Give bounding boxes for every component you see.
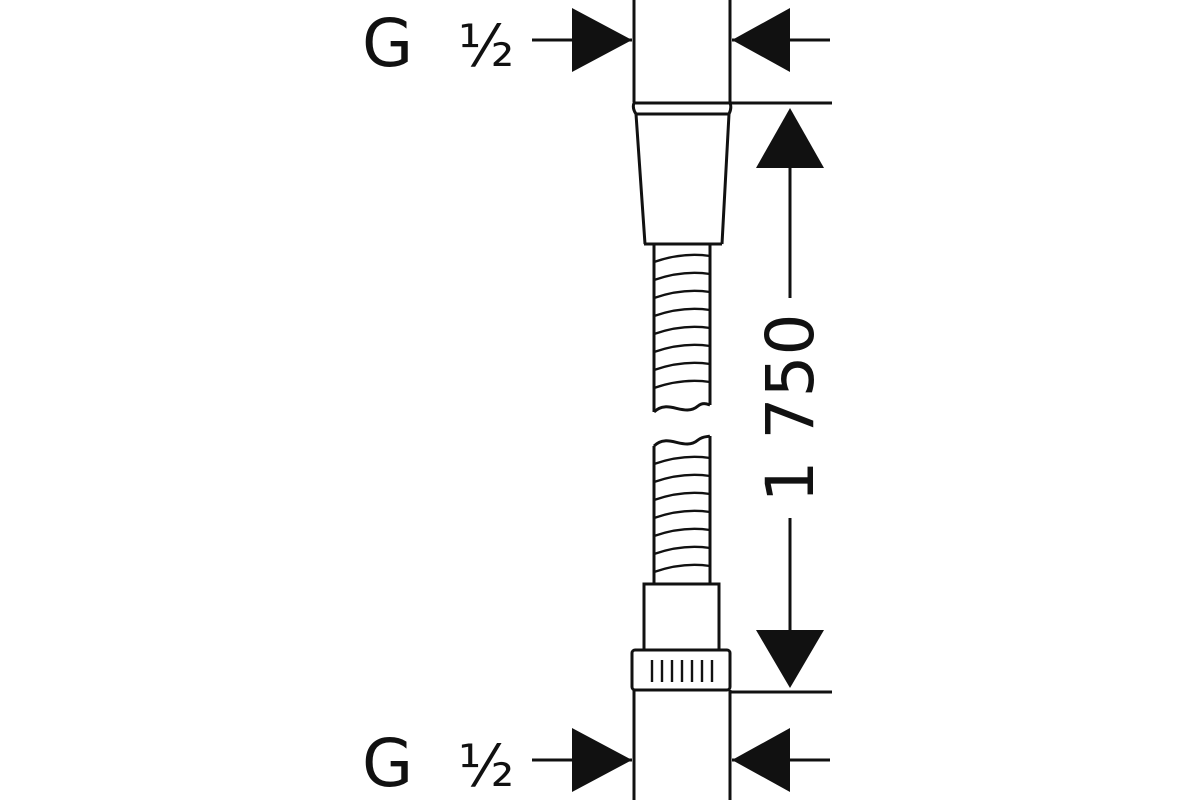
top-thread-size: ½ bbox=[458, 12, 514, 80]
upper-break-line bbox=[652, 402, 711, 414]
top-thread-letter: G bbox=[362, 5, 413, 82]
dimension-arrow-down bbox=[756, 630, 824, 688]
lower-break-line bbox=[652, 434, 711, 448]
dimension-arrow-up bbox=[756, 108, 824, 168]
upper-spiral-hose bbox=[652, 244, 712, 414]
knurl-ridges bbox=[650, 660, 714, 682]
length-dimension: 1 750 bbox=[752, 108, 829, 688]
lower-spiral-hose bbox=[652, 434, 712, 584]
bottom-thread-callout: G ½ bbox=[362, 725, 830, 800]
top-right-arrowhead bbox=[732, 8, 790, 72]
top-left-arrowhead bbox=[572, 8, 632, 72]
bottom-left-arrowhead bbox=[572, 728, 632, 792]
bottom-fitting bbox=[630, 582, 832, 694]
length-dimension-value: 1 750 bbox=[752, 314, 829, 503]
top-thread-callout: G ½ bbox=[362, 5, 830, 82]
bottom-thread-size: ½ bbox=[458, 732, 514, 800]
bottom-thread-letter: G bbox=[362, 725, 413, 800]
bottom-right-arrowhead bbox=[732, 728, 790, 792]
knurled-nut bbox=[630, 648, 732, 692]
top-conical-fitting bbox=[631, 101, 832, 246]
